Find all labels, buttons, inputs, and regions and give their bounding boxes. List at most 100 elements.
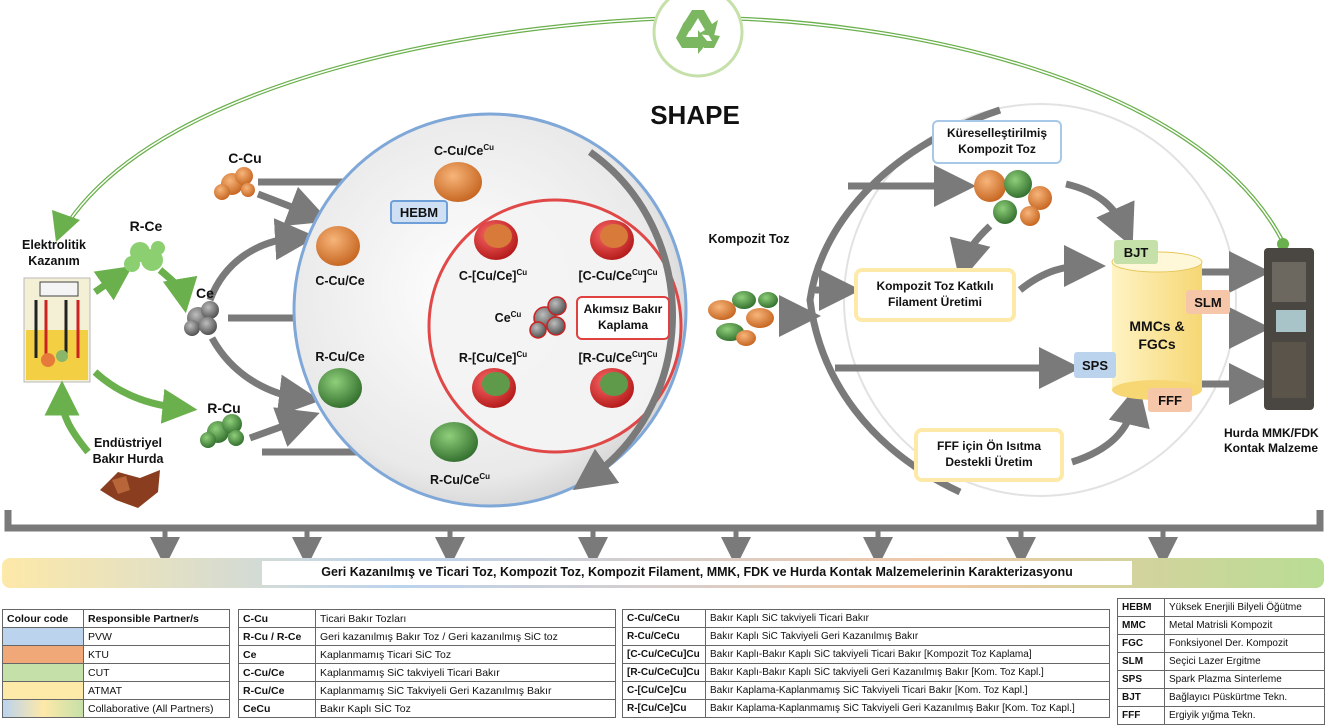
c-cu-ce-cu-particle-icon	[474, 220, 518, 260]
abbr-desc: Bakır Kaplı-Bakır Kaplı SiC takviyeli Ti…	[705, 645, 1110, 664]
ccu-powder-icon	[214, 167, 255, 200]
abbr-desc: Bakır Kaplı-Bakır Kaplı SiC takviyeli Ge…	[705, 663, 1110, 682]
label-rr-cu: [R-Cu/CeCu]Cu	[578, 350, 658, 366]
copper-scrap-icon	[100, 470, 160, 508]
rcu-ce-cu-particle-icon	[430, 422, 478, 462]
rcu-ce-particle-icon	[318, 368, 362, 408]
abbr-code: [R-Cu/CeCu]Cu	[622, 663, 706, 682]
electrolytic-tank-icon	[23, 277, 91, 383]
bjt-badge: BJT	[1114, 240, 1158, 264]
abbr-code: C-Cu/CeCu	[622, 609, 706, 628]
label-electrolytic: Elektrolitik Kazanım	[22, 238, 86, 268]
label-rce: R-Ce	[129, 218, 163, 234]
ccu-ce-particle-icon	[316, 226, 360, 266]
abbr-code: R-Cu / R-Ce	[238, 627, 316, 646]
abbr-desc: Kaplanmamış SiC takviyeli Ticari Bakır	[315, 663, 616, 682]
abbr-desc: Spark Plazma Sinterleme	[1164, 670, 1325, 689]
label-cc-cu: [C-Cu/CeCu]Cu	[578, 268, 658, 284]
title: SHAPE	[650, 100, 740, 130]
abbr-code: SLM	[1117, 652, 1165, 671]
spherical-powder-icon	[974, 170, 1052, 226]
r-cu-ce-cu-particle-icon	[472, 368, 516, 408]
abbr-desc: Bakır Kaplı SiC Takviyeli Geri Kazanılmı…	[705, 627, 1110, 646]
label-rcu-ce-cu: R-Cu/CeCu	[430, 472, 490, 488]
ce-powder-icon	[184, 301, 219, 336]
rr-cu-particle-icon	[590, 368, 634, 408]
abbr-desc: Ergiyik yığma Tekn.	[1164, 706, 1325, 725]
abbr-code: R-Cu/CeCu	[622, 627, 706, 646]
abbr-desc: Metal Matrisli Kompozit	[1164, 616, 1325, 635]
abbr-code: CeCu	[238, 699, 316, 718]
legend-header: Colour code	[2, 609, 84, 628]
composite-powder-icon	[708, 291, 778, 346]
abbr-code: R-[Cu/Ce]Cu	[622, 699, 706, 718]
abbr-code: HEBM	[1117, 598, 1165, 617]
color-swatch	[2, 681, 84, 700]
abbr-desc: Bağlayıcı Püskürtme Tekn.	[1164, 688, 1325, 707]
abbr-desc: Bakır Kaplama-Kaplanmamış SiC Takviyeli …	[705, 681, 1110, 700]
filament-box: Kompozit Toz Katkılı Filament Üretimi	[854, 268, 1016, 322]
ccu-ce-cu-particle-icon	[434, 162, 482, 202]
abbr-code: [C-Cu/CeCu]Cu	[622, 645, 706, 664]
abbr-code: C-[Cu/Ce]Cu	[622, 681, 706, 700]
ce-cu-particle-icon	[529, 296, 567, 339]
label-c-cu-ce-cu: C-[Cu/Ce]Cu	[458, 268, 528, 284]
abbr-code: C-Cu	[238, 609, 316, 628]
scrap-contact-icon	[1264, 248, 1314, 410]
label-ce-cu: CeCu	[494, 310, 522, 326]
slm-badge: SLM	[1186, 290, 1230, 314]
label-scrap-contact: Hurda MMK/FDK Kontak Malzeme	[1224, 426, 1319, 455]
rcu-powder-icon	[200, 414, 244, 448]
label-ccu: C-Cu	[228, 150, 262, 166]
recycle-icon	[676, 10, 720, 54]
abbr-code: FGC	[1117, 634, 1165, 653]
color-swatch	[2, 699, 84, 718]
label-ccu-ce-cu: C-Cu/CeCu	[434, 143, 494, 159]
fff-badge: FFF	[1148, 388, 1192, 412]
label-rcu: R-Cu	[207, 400, 241, 416]
legend-header: Responsible Partner/s	[83, 609, 230, 628]
rce-powder-icon	[124, 241, 165, 272]
partner-name: Collaborative (All Partners)	[83, 699, 230, 718]
partner-name: CUT	[83, 663, 230, 682]
fff-preheat-box: FFF için Ön Isıtma Destekli Üretim	[914, 428, 1064, 482]
abbr-desc: Fonksiyonel Der. Kompozit	[1164, 634, 1325, 653]
abbr-desc: Bakır Kaplama-Kaplanmamış SiC Takviyeli …	[705, 699, 1110, 718]
abbr-code: C-Cu/Ce	[238, 663, 316, 682]
label-ccu-ce: C-Cu/Ce	[315, 274, 365, 288]
characterization-text: Geri Kazanılmış ve Ticari Toz, Kompozit …	[321, 565, 1073, 579]
label-ce: Ce	[196, 285, 214, 301]
abbr-desc: Ticari Bakır Tozları	[315, 609, 616, 628]
label-scrap: Endüstriyel Bakır Hurda	[92, 436, 164, 466]
partner-name: KTU	[83, 645, 230, 664]
abbr-desc: Yüksek Enerjili Bilyeli Öğütme	[1164, 598, 1325, 617]
label-rcu-ce: R-Cu/Ce	[315, 350, 365, 364]
abbr-code: FFF	[1117, 706, 1165, 725]
partner-name: ATMAT	[83, 681, 230, 700]
abbr-desc: Seçici Lazer Ergitme	[1164, 652, 1325, 671]
abbr-desc: Bakır Kaplı SiC takviyeli Ticari Bakır	[705, 609, 1110, 628]
spherical-powder-box: Küreselleştirilmiş Kompozit Toz	[932, 120, 1062, 164]
cc-cu-particle-icon	[590, 220, 634, 260]
color-swatch	[2, 627, 84, 646]
abbr-desc: Kaplanmamış Ticari SiC Toz	[315, 645, 616, 664]
hebm-badge: HEBM	[390, 200, 448, 224]
electroless-box: Akımsız Bakır Kaplama	[576, 296, 670, 340]
abbr-desc: Kaplanmamış SiC Takviyeli Geri Kazanılmı…	[315, 681, 616, 700]
color-swatch	[2, 663, 84, 682]
color-swatch	[2, 645, 84, 664]
partner-legend: Colour code Responsible Partner/s PVW KT…	[2, 609, 230, 718]
abbr-code: R-Cu/Ce	[238, 681, 316, 700]
label-composite-powder: Kompozit Toz	[708, 232, 790, 246]
partner-name: PVW	[83, 627, 230, 646]
abbr-code: Ce	[238, 645, 316, 664]
label-r-cu-ce-cu: R-[Cu/Ce]Cu	[458, 350, 528, 366]
label-mmc: MMCs & FGCs	[1129, 318, 1185, 352]
abbr-code: MMC	[1117, 616, 1165, 635]
abbr-desc: Bakır Kaplı SİC Toz	[315, 699, 616, 718]
abbr-desc: Geri kazanılmış Bakır Toz / Geri kazanıl…	[315, 627, 616, 646]
abbr-code: SPS	[1117, 670, 1165, 689]
